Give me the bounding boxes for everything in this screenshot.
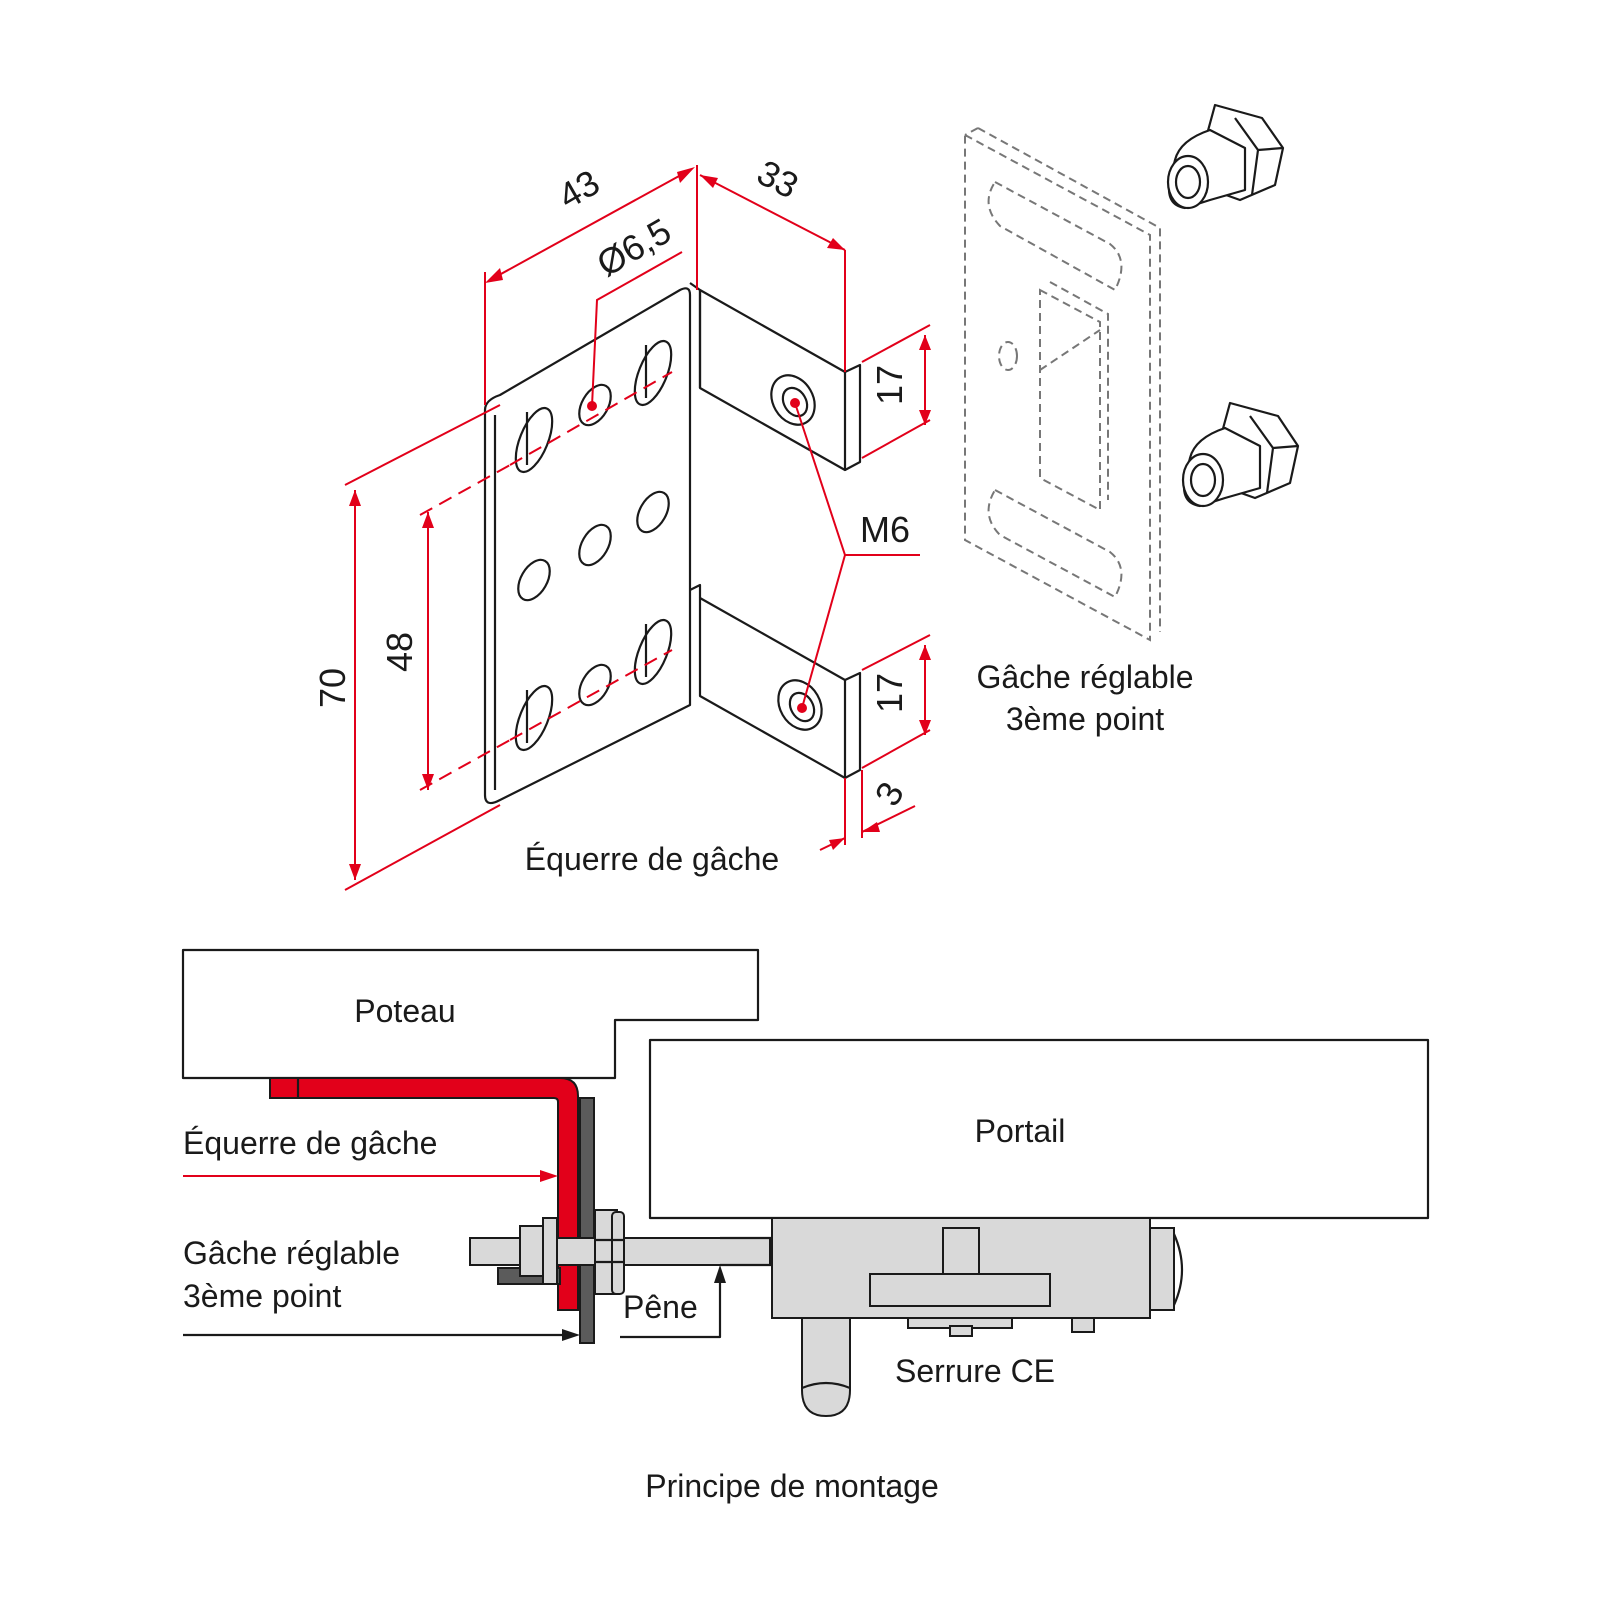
- strike-plate-section: [579, 1097, 595, 1344]
- mount-strike-label-line1: Gâche réglable: [183, 1235, 400, 1271]
- dimension-70: 70: [312, 668, 353, 708]
- dimension-48: 48: [379, 632, 420, 672]
- bolt-icon: [1181, 401, 1300, 508]
- bolt-icon: [1166, 103, 1285, 210]
- bend-top: [689, 282, 701, 291]
- dimension-3: 3: [866, 775, 912, 813]
- bracket-isometric: [483, 282, 862, 805]
- bracket-upper-flange: [698, 288, 847, 472]
- mount-bracket-label: Équerre de gâche: [183, 1125, 437, 1161]
- dimension-33: 33: [751, 151, 806, 206]
- round-hole: [578, 523, 612, 567]
- lock-foot: [1071, 1317, 1095, 1333]
- dimension-17-upper: 17: [869, 365, 910, 405]
- portail-label: Portail: [975, 1113, 1066, 1149]
- bracket-label: Équerre de gâche: [525, 841, 779, 877]
- adjustable-strike-ghost: [964, 127, 1161, 642]
- slot-hole: [514, 406, 554, 474]
- serrure-label: Serrure CE: [895, 1353, 1055, 1389]
- round-hole: [578, 383, 612, 427]
- slot-hole: [633, 618, 673, 686]
- portail-block: [648, 1038, 1430, 1220]
- bracket-front-plate: [483, 287, 692, 805]
- dimension-17-lower: 17: [869, 673, 910, 713]
- mounting-section: Poteau Portail Équerre de gâche: [181, 948, 1430, 1504]
- mount-strike-label-line2: 3ème point: [183, 1278, 341, 1314]
- pene-label: Pêne: [623, 1289, 698, 1325]
- washer: [542, 1217, 558, 1285]
- poteau-block: [181, 948, 760, 1080]
- mounting-caption: Principe de montage: [645, 1468, 939, 1504]
- round-hole: [517, 558, 551, 602]
- bracket-holes: [514, 339, 673, 752]
- dimension-hole-diameter: Ø6,5: [590, 210, 678, 285]
- slot-hole: [633, 339, 673, 407]
- dimension-43: 43: [551, 161, 606, 217]
- dimension-m6: M6: [860, 509, 910, 550]
- poteau-label: Poteau: [354, 993, 455, 1029]
- lock-end-cap: [1149, 1227, 1175, 1311]
- lock-base-tab: [949, 1325, 973, 1337]
- strike-label-line2: 3ème point: [1006, 701, 1164, 737]
- round-hole: [578, 663, 612, 707]
- hex-nut-icon: [611, 1211, 625, 1295]
- m6-hole-upper: [770, 374, 816, 426]
- round-hole: [636, 490, 670, 534]
- dimension-lines: [344, 165, 931, 891]
- lock-follower: [869, 1273, 1051, 1307]
- slot-hole: [514, 684, 554, 752]
- red-bracket: [269, 1077, 579, 1311]
- strike-label-line1: Gâche réglable: [976, 659, 1193, 695]
- lock-latch: [801, 1317, 851, 1418]
- bracket-lower-flange: [698, 596, 847, 780]
